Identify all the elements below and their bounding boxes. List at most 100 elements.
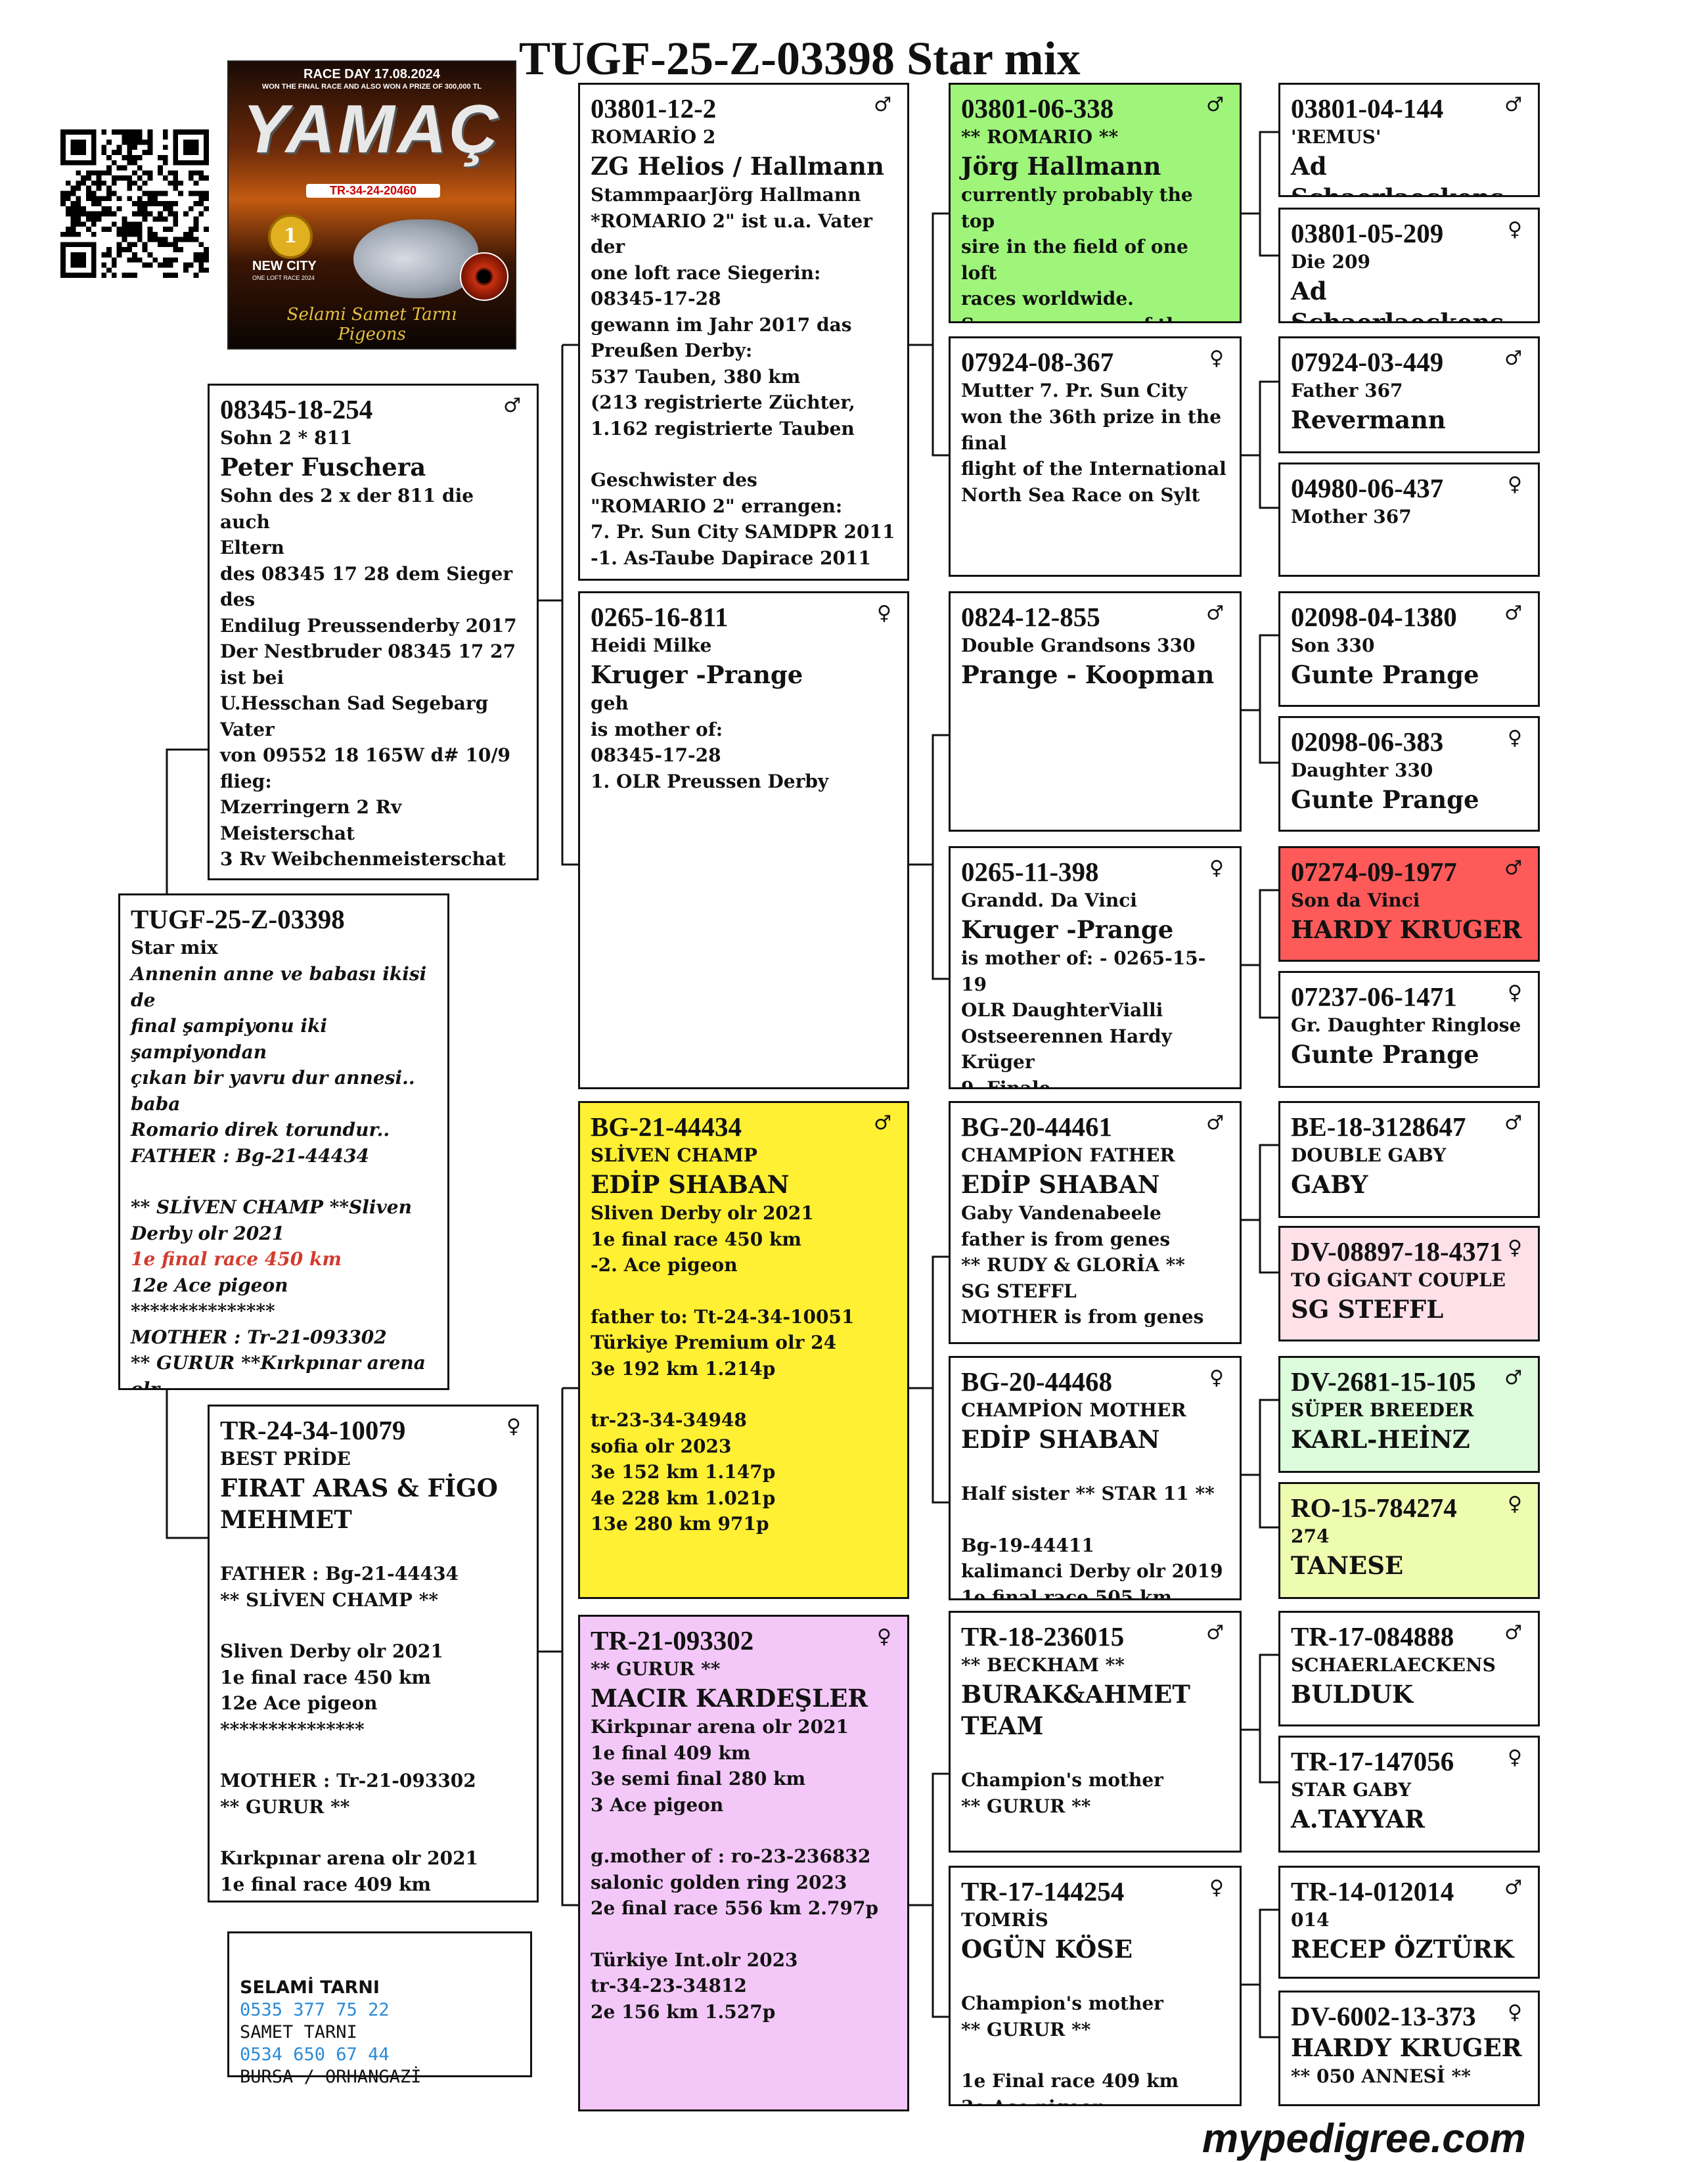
pedigree-note-line: U.Hesschan Sad Segebarg Vater bbox=[220, 692, 495, 740]
ring-number: 03801-05-209 bbox=[1291, 218, 1444, 248]
poster-brand-sub: Pigeons bbox=[338, 325, 406, 344]
pedigree-note-line: is mother of: bbox=[591, 718, 723, 740]
pedigree-note-line: Kirkpınar arena olr 2021 bbox=[591, 1716, 849, 1738]
pedigree-note-line: MOTHER : Tr-21-093302 bbox=[131, 1326, 387, 1348]
female-icon: ♀ bbox=[1508, 727, 1522, 750]
pigeon-name: 'REMUS' bbox=[1291, 126, 1382, 148]
contact-phone-2[interactable]: 0534 650 67 44 bbox=[240, 2044, 390, 2065]
pedigree-note-line bbox=[591, 1818, 897, 1843]
pedigree-note-line: ** 050 ANNESİ ** bbox=[1291, 2065, 1471, 2087]
pedigree-note-line: FATHER : Bg-21-44434 bbox=[220, 1563, 459, 1585]
breeder-name: HARDY KRUGER bbox=[1291, 915, 1522, 944]
breeder-name: OGÜN KÖSE bbox=[961, 1935, 1133, 1964]
pedigree-note-line: 2e final race 556 km 2.797p bbox=[591, 1897, 879, 1919]
ring-number: DV-6002-13-373 bbox=[1291, 2001, 1476, 2031]
pedigree-note-line: 08345-17-28 bbox=[591, 744, 721, 766]
contact-phone-1[interactable]: 0535 377 75 22 bbox=[240, 2000, 390, 2020]
pedigree-note-line: *ROMARIO 2" ist u.a. Vater der bbox=[591, 210, 879, 258]
pedigree-note-line: sofia olr 2023 bbox=[591, 1435, 732, 1457]
pedigree-box-g16: DV-6002-13-373 ♀ HARDY KRUGER ** 050 ANNESİ… bbox=[1278, 1991, 1540, 2106]
pigeon-name: BEST PRİDE bbox=[220, 1448, 351, 1470]
pigeon-name: Mutter 7. Pr. Sun City bbox=[961, 380, 1188, 401]
pedigree-note-line: ** GURUR **Kırkpınar arena olr bbox=[131, 1352, 432, 1390]
female-icon: ♀ bbox=[877, 602, 891, 625]
pigeon-name: Die 209 bbox=[1291, 251, 1370, 273]
female-icon: ♀ bbox=[1508, 473, 1522, 496]
pedigree-note-line: Sliven Derby olr 2021 bbox=[591, 1202, 814, 1224]
pedigree-note-line: MOTHER is from genes bbox=[961, 1306, 1204, 1328]
pedigree-note-line: races worldwide. bbox=[961, 288, 1134, 309]
male-icon: ♂ bbox=[1504, 93, 1522, 116]
pedigree-note-line: Derby olr 2021 bbox=[131, 1222, 285, 1244]
pedigree-note-line bbox=[591, 1922, 897, 1947]
pedigree-note-line: ** SLİVEN CHAMP **Sliven bbox=[131, 1196, 412, 1218]
poster-race-day: RACE DAY 17.08.2024 bbox=[303, 67, 440, 81]
pedigree-note-line: Romario direk torundur.. bbox=[131, 1119, 390, 1140]
pedigree-note-line bbox=[591, 1382, 897, 1407]
pedigree-note-line bbox=[220, 1613, 526, 1638]
contact-box: SELAMİ TARNI 0535 377 75 22 SAMET TARNI … bbox=[227, 1931, 532, 2087]
ring-number: TR-17-147056 bbox=[1291, 1746, 1454, 1776]
pigeon-name: Star mix bbox=[131, 937, 218, 958]
pigeon-name: SLİVEN CHAMP bbox=[591, 1144, 757, 1166]
ring-number: TR-17-144254 bbox=[961, 1876, 1125, 1906]
pedigree-note-line: 3e semi final 280 km bbox=[220, 1897, 526, 1901]
breeder-name: SG STEFFL bbox=[1291, 1295, 1444, 1324]
female-icon: ♀ bbox=[506, 1415, 521, 1438]
ring-number: 07274-09-1977 bbox=[1291, 857, 1457, 887]
female-icon: ♀ bbox=[1508, 218, 1522, 241]
pedigree-note-line: Ostseerennen Hardy Krüger bbox=[961, 1025, 1179, 1073]
pigeon-name: TO GİGANT COUPLE bbox=[1291, 1269, 1506, 1291]
pedigree-note-line: çıkan bir yavru dur annesi.. baba bbox=[131, 1067, 422, 1115]
pedigree-note-line: kalimanci Derby olr 2019 bbox=[961, 1560, 1223, 1582]
male-icon: ♂ bbox=[1206, 93, 1224, 116]
breeder-name: Prange - Koopman bbox=[961, 660, 1215, 689]
pedigree-note-line: sire in the field of one loft bbox=[961, 236, 1195, 284]
male-icon: ♂ bbox=[874, 1112, 891, 1135]
pedigree-note-line: Champion's mother bbox=[961, 1769, 1163, 1791]
pigeon-name: Sohn 2 * 811 bbox=[220, 427, 353, 449]
male-icon: ♂ bbox=[1504, 602, 1522, 625]
pedigree-note-line: von 09552 18 165W d# 10/9 flieg: bbox=[220, 744, 517, 792]
female-icon: ♀ bbox=[1508, 2001, 1522, 2024]
pedigree-note-line: FATHER : Bg-21-44434 bbox=[131, 1144, 370, 1167]
pedigree-note-line: 3e 192 km 1.214p bbox=[591, 1357, 776, 1380]
pedigree-note-line: 3 Ace pigeon bbox=[591, 1793, 724, 1816]
breeder-name: Gunte Prange bbox=[1291, 660, 1479, 689]
pigeon-name: SCHAERLAECKENS bbox=[1291, 1654, 1496, 1676]
pedigree-note-line: *************** bbox=[131, 1300, 275, 1322]
male-icon: ♂ bbox=[1504, 857, 1522, 880]
pedigree-note-line bbox=[220, 1535, 526, 1561]
pigeon-name: CHAMPİON MOTHER bbox=[961, 1399, 1186, 1421]
breeder-name: HARDY KRUGER bbox=[1291, 2033, 1522, 2062]
race-poster: RACE DAY 17.08.2024 WON THE FINAL RACE A… bbox=[227, 60, 516, 349]
pedigree-note-line: ** GURUR ** bbox=[961, 1795, 1091, 1817]
ring-number: 03801-06-338 bbox=[961, 93, 1114, 124]
male-icon: ♂ bbox=[1206, 602, 1224, 625]
ring-number: 03801-04-144 bbox=[1291, 93, 1444, 124]
pigeon-eye-photo bbox=[460, 252, 508, 301]
breeder-name: Kruger -Prange bbox=[961, 915, 1174, 944]
contact-city: BURSA / ORHANGAZİ bbox=[240, 2067, 422, 2087]
ring-number: DV-08897-18-4371 bbox=[1291, 1236, 1503, 1267]
pedigree-note-line: salonic golden ring 2023 bbox=[591, 1871, 847, 1893]
pedigree-note-line: Gaby Vandenabeele bbox=[961, 1202, 1161, 1224]
footer-brand: mypedigree.com bbox=[1202, 2116, 1526, 2161]
female-icon: ♀ bbox=[1508, 1493, 1522, 1516]
pedigree-note-line: *************** bbox=[220, 1718, 365, 1740]
pedigree-note-line bbox=[961, 1507, 1229, 1533]
pedigree-note-line: geh bbox=[591, 692, 629, 714]
